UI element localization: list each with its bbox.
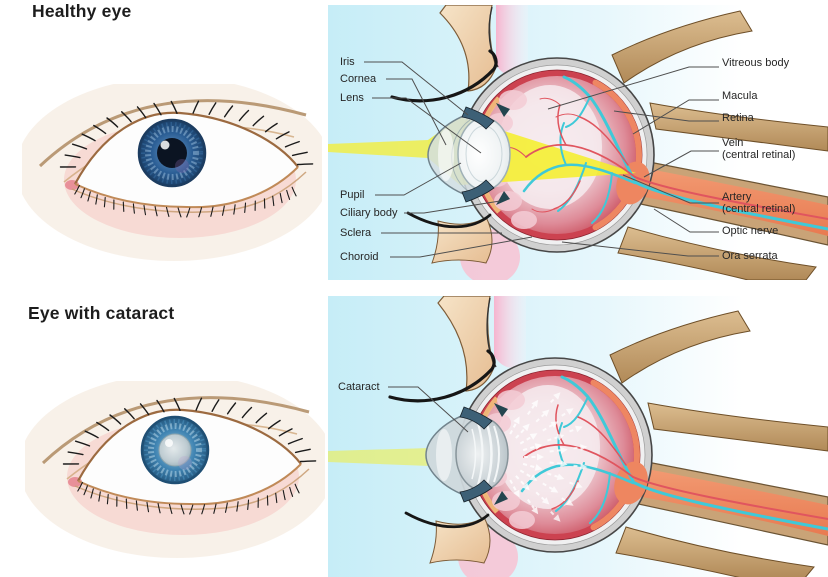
- upper-lashes: [59, 100, 314, 168]
- lower-eyelash-line: [406, 211, 492, 229]
- iris-and-cloudy-pupil: [140, 415, 210, 485]
- lateral-muscle: [649, 102, 828, 152]
- lower-lashes: [77, 481, 300, 515]
- retinal-arteries: [505, 97, 828, 220]
- label-artery: Artery (central retinal): [722, 191, 796, 216]
- ciliary-body-upper: [496, 103, 510, 117]
- healthy-cross-section-diagram: [328, 5, 828, 280]
- upper-lashes: [62, 397, 317, 465]
- label-vein: Vein (central retinal): [722, 137, 796, 162]
- label-iris: Iris: [340, 56, 355, 68]
- lower-lashes: [74, 184, 297, 218]
- leader-pupil: [375, 162, 462, 196]
- iris-upper: [459, 406, 493, 430]
- inferior-muscle: [615, 526, 815, 577]
- retina-layer: [592, 79, 642, 231]
- leader-artery: [622, 174, 719, 204]
- lower-eyelash-line: [404, 511, 490, 529]
- superior-muscle: [609, 310, 751, 384]
- upper-lid-margin: [77, 408, 302, 482]
- lower-lid-margin: [77, 463, 302, 506]
- label-cataract: Cataract: [338, 381, 380, 393]
- scattered-light-arrows: [526, 399, 568, 515]
- leader-lines: [388, 386, 469, 433]
- retina-layer: [590, 379, 640, 531]
- eyelids: [390, 5, 499, 264]
- scattered-light-arrows: [509, 416, 544, 498]
- eye-cross-section: [328, 296, 828, 577]
- iris-lower: [461, 179, 495, 203]
- cataract-section-title: Eye with cataract: [28, 303, 175, 323]
- iris-lower: [459, 479, 493, 503]
- leader-ora-serrata: [561, 241, 719, 257]
- leader-vein: [643, 150, 719, 178]
- label-ora-serrata: Ora serrata: [722, 250, 778, 262]
- leader-vitreous-body: [547, 66, 719, 110]
- blocked-light-beam: [328, 448, 430, 466]
- skin-pink-band: [494, 296, 526, 368]
- leader-cornea: [386, 78, 447, 146]
- leader-lines: [364, 61, 719, 258]
- leader-cataract: [388, 386, 469, 433]
- cataract-cross-section-diagram: [328, 296, 828, 577]
- iris-upper: [461, 106, 495, 130]
- scattered-light-arrows: [550, 392, 588, 522]
- iris-and-pupil: [137, 118, 207, 188]
- leader-optic-nerve: [653, 208, 719, 233]
- ciliary-body-lower: [494, 491, 508, 505]
- label-sclera: Sclera: [340, 227, 372, 239]
- leader-retina: [613, 110, 719, 122]
- ciliary-body-upper: [494, 403, 508, 417]
- label-cornea: Cornea: [340, 73, 377, 85]
- inferior-muscle: [617, 226, 817, 280]
- lateral-muscle: [647, 402, 828, 452]
- leader-macula: [632, 99, 719, 135]
- label-vitreous-body: Vitreous body: [722, 57, 790, 69]
- lens-striations: [471, 420, 500, 488]
- upper-eyelash-line: [388, 349, 496, 403]
- leader-iris: [364, 61, 469, 116]
- eyelids: [388, 296, 497, 564]
- eye-cross-section: [328, 5, 828, 280]
- superior-muscle: [611, 10, 753, 84]
- lower-lid-margin: [74, 166, 299, 209]
- label-pupil: Pupil: [340, 189, 365, 201]
- label-retina: Retina: [722, 112, 754, 124]
- label-choroid: Choroid: [340, 251, 379, 263]
- label-lens: Lens: [340, 92, 364, 104]
- cataract-cross-section-panel: Cataract: [328, 296, 828, 577]
- leader-ciliary-body: [404, 200, 501, 214]
- healthy-cross-section-panel: Iris Cornea Lens Pupil Ciliary body Scle…: [328, 5, 828, 280]
- eyebrow-line: [38, 99, 307, 168]
- label-ciliary-body: Ciliary body: [340, 207, 398, 219]
- cataract-eye-front-illustration: [25, 381, 325, 558]
- upper-eyelash-line: [390, 49, 498, 103]
- healthy-section-title: Healthy eye: [32, 1, 132, 21]
- upper-lid-margin: [74, 111, 299, 185]
- skin-pink-band: [496, 5, 528, 77]
- label-optic-nerve: Optic nerve: [722, 225, 779, 237]
- healthy-eye-front-illustration: [22, 84, 322, 261]
- leader-choroid: [390, 236, 533, 258]
- leader-lens: [372, 97, 482, 154]
- eyebrow-line: [41, 396, 310, 465]
- label-macula: Macula: [722, 90, 758, 102]
